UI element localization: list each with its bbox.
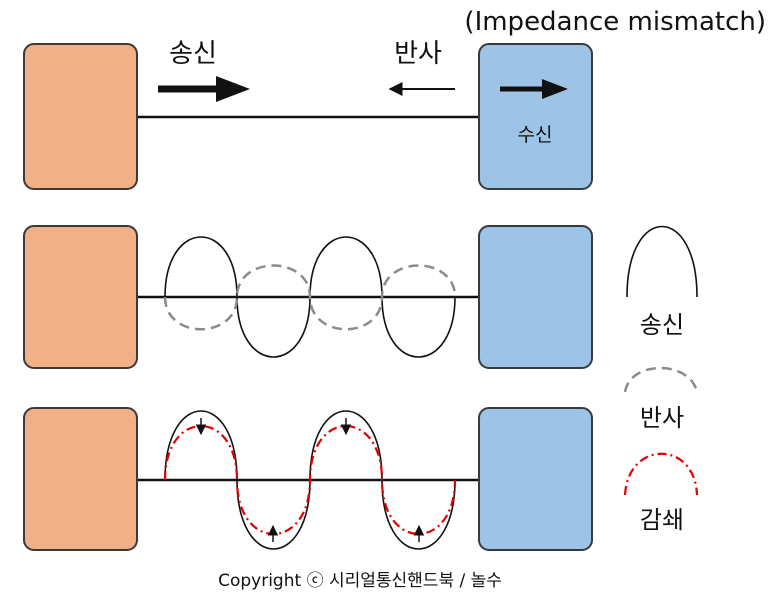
copyright-text: Copyright ⓒ 시리얼통신핸드북 / 놀수 <box>218 571 502 591</box>
reflect-label: 반사 <box>394 39 442 69</box>
send-arrow-icon <box>158 76 250 102</box>
mismatch-label: (Impedance mismatch) <box>464 7 766 37</box>
legend-transmit-label: 송신 <box>640 311 684 339</box>
legend-attenuation-label: 감쇄 <box>640 506 684 534</box>
legend-reflect-icon <box>623 366 699 393</box>
row3-source-box <box>23 407 138 551</box>
row2-source-box <box>23 225 138 369</box>
send-label: 송신 <box>169 39 217 69</box>
legend-transmit-icon <box>626 225 698 298</box>
row2-reflect-wave <box>163 264 457 331</box>
row1-source-box <box>23 43 138 190</box>
row3-attenuation-wave <box>163 425 457 535</box>
receiver-arrow-icon <box>500 79 568 99</box>
row1-receiver-box <box>478 43 593 190</box>
receiver-label: 수신 <box>518 124 553 146</box>
row3-receiver-box <box>478 407 593 551</box>
legend-attenuation-icon <box>623 452 699 496</box>
legend-reflect-label: 반사 <box>640 404 684 432</box>
row2-receiver-box <box>478 225 593 369</box>
